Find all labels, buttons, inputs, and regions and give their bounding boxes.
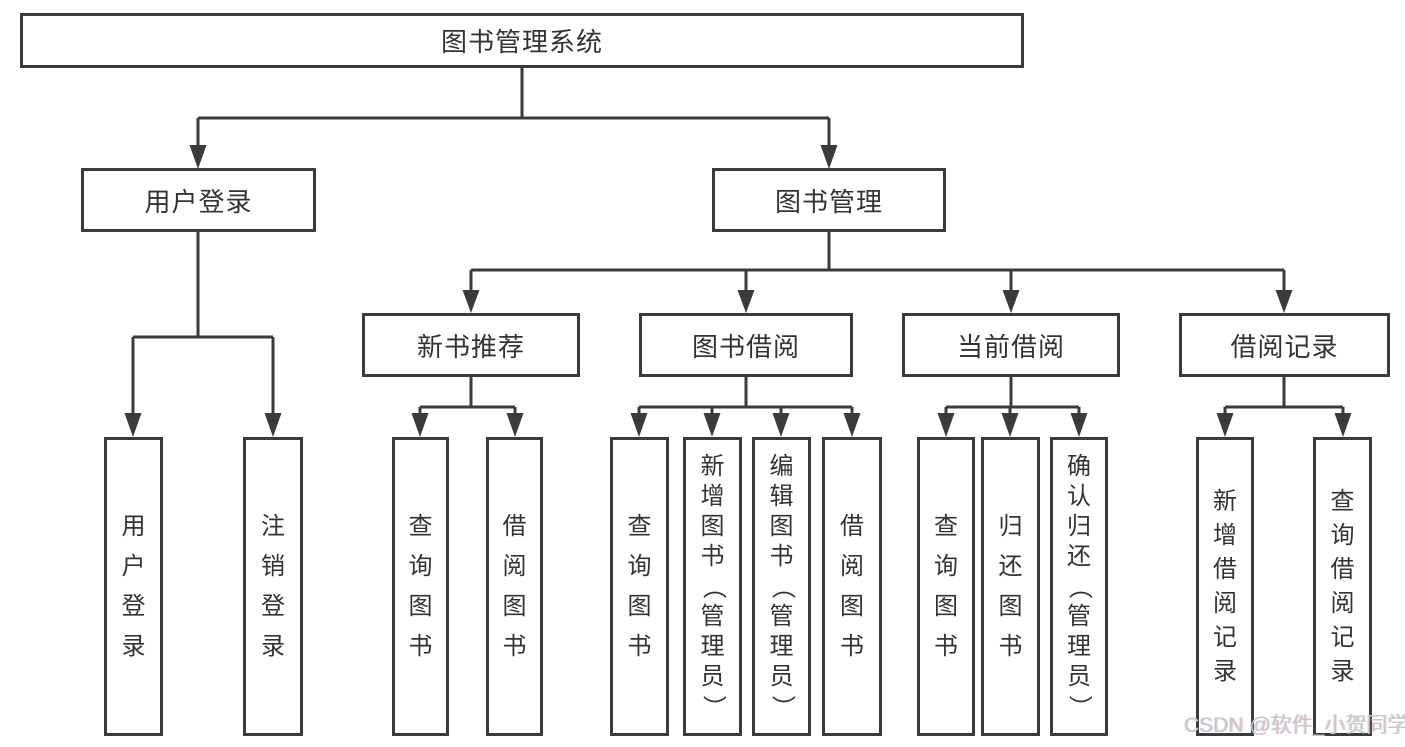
leaf-borrow-query-books: 查询图书 — [610, 437, 669, 736]
leaf-records-add-record-label: 新增借阅记录 — [1213, 487, 1237, 685]
leaf-user-login-label: 用户登录 — [121, 512, 146, 660]
leaf-borrow-add-books-admin-label: 新增图书（管理员） — [699, 452, 727, 719]
leaf-borrow-edit-books-admin: 编辑图书（管理员） — [752, 437, 811, 736]
leaf-borrow-query-books-label: 查询图书 — [627, 512, 652, 660]
leaf-recommend-query-books-label: 查询图书 — [408, 512, 433, 660]
leaf-logout: 注销登录 — [243, 437, 303, 736]
node-book-management-label: 图书管理 — [774, 186, 883, 217]
leaf-current-return-books-label: 归还图书 — [998, 512, 1023, 660]
connector-recommend-to-leaves — [411, 377, 524, 437]
connector-records-to-leaves — [1216, 377, 1352, 437]
node-library-system-label: 图书管理系统 — [440, 27, 603, 57]
node-user-login-label: 用户登录 — [144, 186, 253, 217]
node-user-login: 用户登录 — [81, 168, 316, 232]
leaf-recommend-borrow-books: 借阅图书 — [486, 437, 543, 736]
node-book-borrowing: 图书借阅 — [639, 313, 853, 377]
connector-borrow-to-leaves — [630, 377, 861, 437]
leaf-user-login: 用户登录 — [104, 437, 163, 736]
connector-root-to-level2 — [189, 68, 838, 169]
leaf-current-return-books: 归还图书 — [981, 437, 1040, 736]
node-current-borrowing: 当前借阅 — [902, 313, 1120, 377]
node-book-management: 图书管理 — [712, 168, 946, 232]
leaf-borrow-borrow-books-label: 借阅图书 — [840, 512, 864, 660]
leaf-current-query-books-label: 查询图书 — [934, 512, 958, 660]
leaf-records-query-record: 查询借阅记录 — [1313, 437, 1372, 736]
connector-current-to-leaves — [937, 377, 1088, 437]
leaf-borrow-edit-books-admin-label: 编辑图书（管理员） — [768, 452, 796, 719]
connector-user-login-to-leaves — [124, 232, 282, 437]
leaf-current-confirm-return-admin-label: 确认归还（管理员） — [1066, 452, 1093, 719]
connector-book-mgmt-to-level3 — [462, 232, 1293, 313]
node-library-system: 图书管理系统 — [20, 13, 1024, 68]
leaf-borrow-add-books-admin: 新增图书（管理员） — [683, 437, 742, 736]
leaf-logout-label: 注销登录 — [261, 512, 285, 660]
node-current-borrowing-label: 当前借阅 — [956, 331, 1065, 362]
leaf-current-confirm-return-admin: 确认归还（管理员） — [1050, 437, 1108, 736]
csdn-watermark: CSDN @软件_小贺同学 — [1184, 714, 1405, 737]
leaf-recommend-borrow-books-label: 借阅图书 — [502, 512, 527, 660]
leaf-records-query-record-label: 查询借阅记录 — [1330, 487, 1355, 685]
leaf-current-query-books: 查询图书 — [917, 437, 975, 736]
leaf-records-add-record: 新增借阅记录 — [1196, 437, 1254, 736]
node-new-book-recommend: 新书推荐 — [362, 313, 580, 377]
node-borrowing-records: 借阅记录 — [1179, 313, 1390, 377]
leaf-borrow-borrow-books: 借阅图书 — [822, 437, 882, 736]
node-book-borrowing-label: 图书借阅 — [691, 331, 800, 362]
leaf-recommend-query-books: 查询图书 — [392, 437, 449, 736]
node-borrowing-records-label: 借阅记录 — [1230, 331, 1339, 362]
node-new-book-recommend-label: 新书推荐 — [416, 331, 525, 362]
